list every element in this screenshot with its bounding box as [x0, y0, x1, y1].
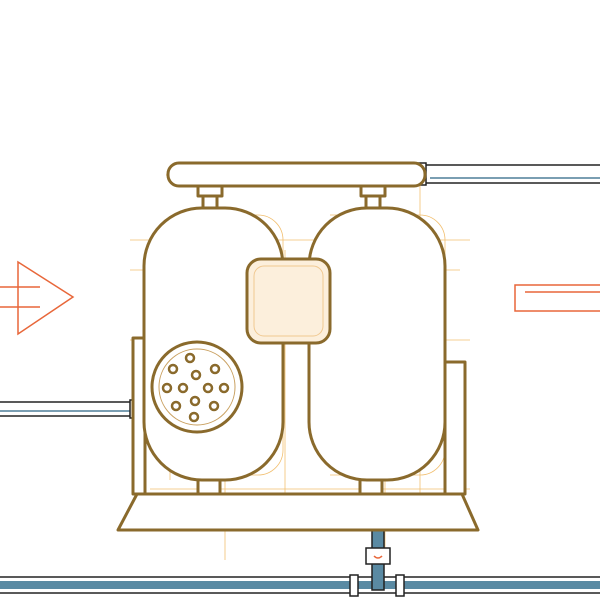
inlet-arrow-icon: [0, 260, 75, 336]
outlet-arrow-icon: [514, 284, 600, 312]
inlet-pipe: [0, 399, 139, 419]
control-panel: [245, 257, 332, 345]
drain-pipe: [0, 529, 600, 597]
outlet-pipe: [415, 162, 600, 186]
brine-tank-right: [307, 206, 447, 482]
base-platform: [116, 492, 480, 532]
softener-unit: [116, 161, 480, 532]
side-bracket-right: [443, 360, 467, 496]
port-holes-icon: [161, 352, 230, 423]
top-manifold: [166, 161, 427, 188]
